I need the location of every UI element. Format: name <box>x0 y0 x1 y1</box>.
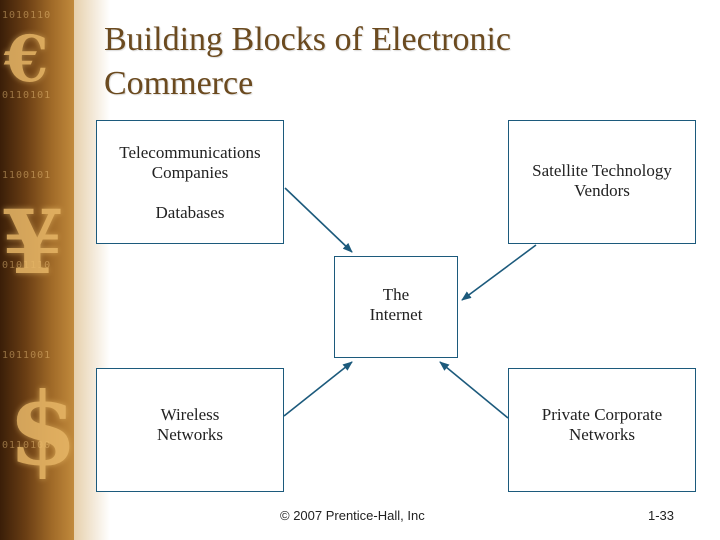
box-label: The <box>382 285 410 304</box>
slide-title-line2: Commerce <box>104 65 254 102</box>
box-label: Telecommunications <box>119 143 261 162</box>
box-label: Private Corporate <box>541 405 663 424</box>
box-label: Databases <box>155 203 225 222</box>
decorative-digits: 1100101 <box>2 170 52 181</box>
slide-title: Building Blocks of Electronic Commerce <box>104 18 704 106</box>
euro-icon: € <box>4 22 49 97</box>
decorative-digits: 1010110 <box>2 10 52 21</box>
yen-icon: ¥ <box>2 190 64 294</box>
footer-copyright: © 2007 Prentice-Hall, Inc <box>280 508 425 523</box>
box-label: Vendors <box>574 181 630 200</box>
decorative-digits: 1011001 <box>2 350 52 361</box>
decorative-digits: 0110101 <box>2 90 52 101</box>
arrow-satellite-to-internet <box>461 244 537 301</box>
box-the-internet: The Internet <box>334 256 458 358</box>
box-label: Wireless <box>160 405 220 424</box>
box-label: Satellite Technology <box>532 161 672 180</box>
box-label: Internet <box>369 305 423 324</box>
decorative-digits: 0110100 <box>2 440 52 451</box>
slide-number: 1-33 <box>648 508 675 523</box>
dollar-icon: $ <box>8 370 74 488</box>
box-wireless-networks: Wireless Networks <box>96 368 284 492</box>
arrow-private-to-internet <box>439 361 509 419</box>
arrow-telecom-to-internet <box>284 187 353 253</box>
decorative-digits: 0101110 <box>2 260 52 271</box>
box-label: Networks <box>568 425 636 444</box>
arrow-wireless-to-internet <box>283 361 353 417</box>
box-telecommunications-databases: Telecommunications Companies Databases <box>96 120 284 244</box>
box-private-corporate-networks: Private Corporate Networks <box>508 368 696 492</box>
box-label: Companies <box>151 163 229 182</box>
box-satellite-technology-vendors: Satellite Technology Vendors <box>508 120 696 244</box>
box-label: Networks <box>156 425 224 444</box>
decorative-currency-band: 1010110 0110101 1100101 0101110 1011001 … <box>0 0 74 540</box>
slide-title-line1: Building Blocks of Electronic <box>104 21 511 58</box>
